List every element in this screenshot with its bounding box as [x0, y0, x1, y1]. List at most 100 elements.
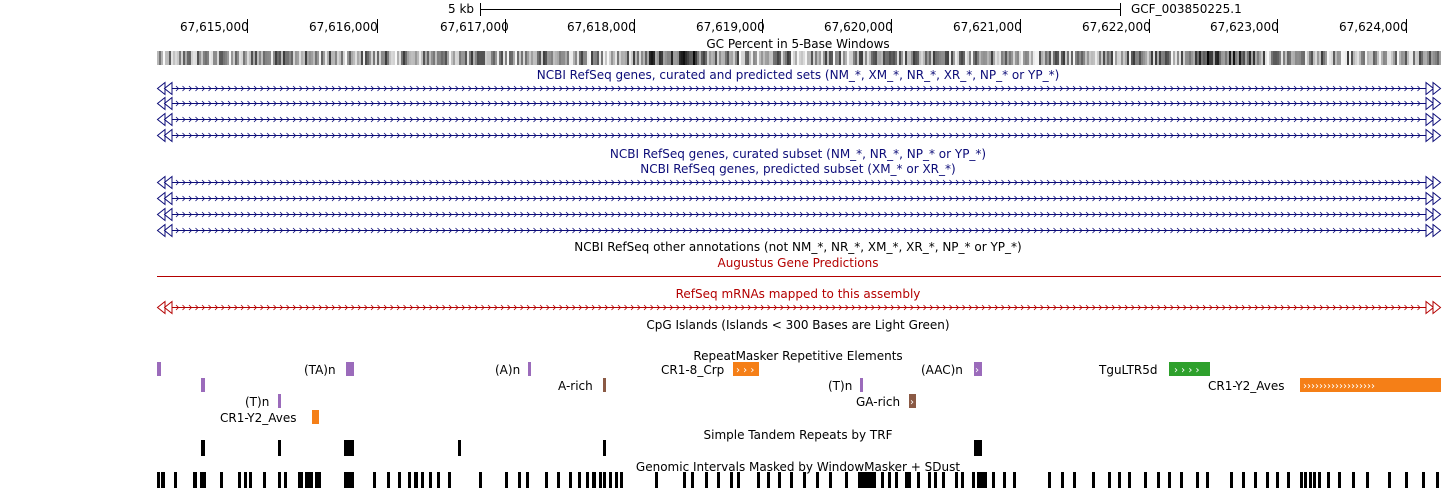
- trf-block[interactable]: [974, 440, 982, 456]
- track-title-refseq-other[interactable]: NCBI RefSeq other annotations (not NM_*,…: [574, 240, 1022, 254]
- track-title-trf[interactable]: Simple Tandem Repeats by TRF: [703, 428, 893, 442]
- strand-chevron: [786, 195, 791, 202]
- strand-chevron: [1228, 227, 1233, 234]
- strand-chevron: [832, 195, 836, 202]
- strand-chevron: [1267, 195, 1272, 202]
- repeat-line-block[interactable]: [1300, 378, 1441, 392]
- strand-chevron: [825, 132, 830, 139]
- strand-chevron: [611, 100, 615, 107]
- track-title-cpg[interactable]: CpG Islands (Islands < 300 Bases are Lig…: [646, 318, 950, 332]
- strand-chevron: [1332, 85, 1337, 92]
- strand-chevron: [448, 304, 453, 311]
- gc-bin: [1007, 51, 1009, 65]
- gc-bin: [225, 51, 227, 65]
- strand-chevron: [1001, 132, 1005, 139]
- strand-chevron: [422, 179, 427, 186]
- strand-chevron: [1144, 116, 1148, 123]
- trf-block[interactable]: [603, 440, 606, 456]
- track-title-refseq-all[interactable]: NCBI RefSeq genes, curated and predicted…: [536, 68, 1060, 82]
- strand-chevron: [728, 100, 732, 107]
- strand-chevron: [871, 132, 875, 139]
- repeat-simple-block[interactable]: [346, 362, 354, 376]
- strand-chevron: [1111, 116, 1116, 123]
- strand-chevron: [1163, 227, 1168, 234]
- trf-block[interactable]: [201, 440, 205, 456]
- repeat-simple-block[interactable]: [528, 362, 531, 376]
- repeat-simple-block[interactable]: [278, 394, 281, 408]
- strand-chevron: [208, 132, 212, 139]
- repeat-line-block[interactable]: [312, 410, 319, 424]
- strand-chevron: [591, 100, 596, 107]
- trf-block[interactable]: [458, 440, 461, 456]
- strand-chevron: [338, 195, 342, 202]
- gc-bin: [393, 51, 395, 65]
- trf-block[interactable]: [278, 440, 281, 456]
- masked-interval: [691, 472, 694, 488]
- repeatmasker-blocks[interactable]: › › › › › › › › ›››››››››››››››››› ›: [157, 362, 1441, 424]
- strand-chevron: [403, 195, 407, 202]
- gc-bin: [1377, 51, 1379, 65]
- refseq-predicted-gene-rows[interactable]: [156, 175, 1442, 238]
- refseq-all-gene-rows[interactable]: [156, 81, 1442, 143]
- gc-bin: [589, 51, 591, 65]
- strand-chevron: [266, 132, 271, 139]
- strand-chevron: [637, 85, 641, 92]
- gc-bin: [909, 51, 911, 65]
- strand-chevron: [994, 100, 999, 107]
- strand-chevron: [481, 116, 485, 123]
- track-title-augustus[interactable]: Augustus Gene Predictions: [717, 256, 879, 270]
- repeat-simple-block[interactable]: [860, 378, 863, 392]
- track-title-repeatmasker[interactable]: RepeatMasker Repetitive Elements: [693, 349, 903, 363]
- assembly-label: GCF_003850225.1: [1131, 2, 1242, 16]
- strand-chevron: [708, 211, 713, 218]
- strand-chevron: [682, 195, 687, 202]
- strand-chevron: [630, 211, 635, 218]
- trf-blocks[interactable]: [201, 440, 982, 456]
- track-title-refseq-curated[interactable]: NCBI RefSeq genes, curated subset (NM_*,…: [609, 147, 987, 161]
- strand-chevron: [923, 132, 927, 139]
- gc-bin: [1037, 51, 1039, 65]
- repeat-simple-block[interactable]: [157, 362, 161, 376]
- gc-bin: [789, 51, 791, 65]
- strand-chevron: [890, 100, 895, 107]
- masked-interval: [1118, 472, 1121, 488]
- strand-chevron: [754, 85, 758, 92]
- gc-percent-density[interactable]: [157, 51, 1441, 65]
- strand-chevron: [799, 195, 804, 202]
- strand-chevron: [832, 227, 836, 234]
- repeat-low-complexity-block[interactable]: [909, 394, 916, 408]
- strand-chevron: [936, 116, 940, 123]
- gc-bin: [345, 51, 347, 65]
- strand-chevron: [637, 304, 641, 311]
- refseq-mrna-row[interactable]: [156, 300, 1442, 315]
- strand-chevron: [1384, 116, 1389, 123]
- repeat-simple-block[interactable]: [201, 378, 205, 392]
- windowmasker-blocks[interactable]: [157, 472, 1439, 488]
- gc-bin: [735, 51, 737, 65]
- strand-chevron: [845, 100, 849, 107]
- strand-chevron: [546, 116, 550, 123]
- strand-chevron: [1215, 85, 1220, 92]
- strand-chevron: [286, 195, 290, 202]
- trf-block[interactable]: [344, 440, 354, 456]
- repeat-line-block[interactable]: [733, 362, 759, 376]
- strand-chevron: [1007, 227, 1012, 234]
- strand-chevron: [390, 116, 394, 123]
- repeat-simple-block[interactable]: [974, 362, 982, 376]
- strand-chevron: [858, 179, 862, 186]
- track-title-windowmasker[interactable]: Genomic Intervals Masked by WindowMasker…: [635, 460, 961, 474]
- strand-chevron: [422, 304, 427, 311]
- gc-bin: [239, 51, 241, 65]
- repeat-low-complexity-block[interactable]: [603, 378, 606, 392]
- strand-chevron: [468, 85, 472, 92]
- strand-chevron: [266, 179, 271, 186]
- ruler-tick-label: 67,616,000: [309, 20, 378, 34]
- track-title-gc-percent[interactable]: GC Percent in 5-Base Windows: [706, 37, 890, 51]
- gc-bin: [621, 51, 623, 65]
- track-title-refseq-predicted[interactable]: NCBI RefSeq genes, predicted subset (XM_…: [640, 162, 956, 176]
- strand-chevron: [643, 116, 648, 123]
- track-title-refseq-mrna[interactable]: RefSeq mRNAs mapped to this assembly: [675, 287, 921, 301]
- strand-chevron: [1339, 227, 1343, 234]
- repeat-ltr-block[interactable]: [1169, 362, 1210, 376]
